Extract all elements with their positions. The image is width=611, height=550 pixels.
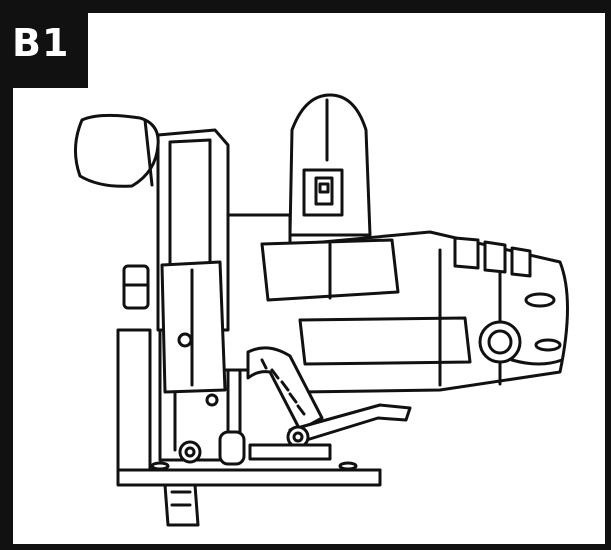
figure-label-badge: B1: [0, 0, 88, 88]
side-lever: [122, 264, 150, 310]
bevel-lock-lever: [286, 403, 412, 449]
hand-grip: [260, 238, 400, 302]
base-plate: [116, 328, 382, 487]
front-knob: [74, 113, 160, 188]
upper-blade-guard: [156, 128, 230, 394]
top-handle: [288, 93, 372, 237]
blade-edge: [163, 483, 200, 527]
motor-vents: [453, 236, 564, 366]
figure-label: B1: [12, 21, 70, 65]
front-pivot-hardware: [177, 332, 332, 466]
depth-adjust-knob: [478, 320, 522, 364]
